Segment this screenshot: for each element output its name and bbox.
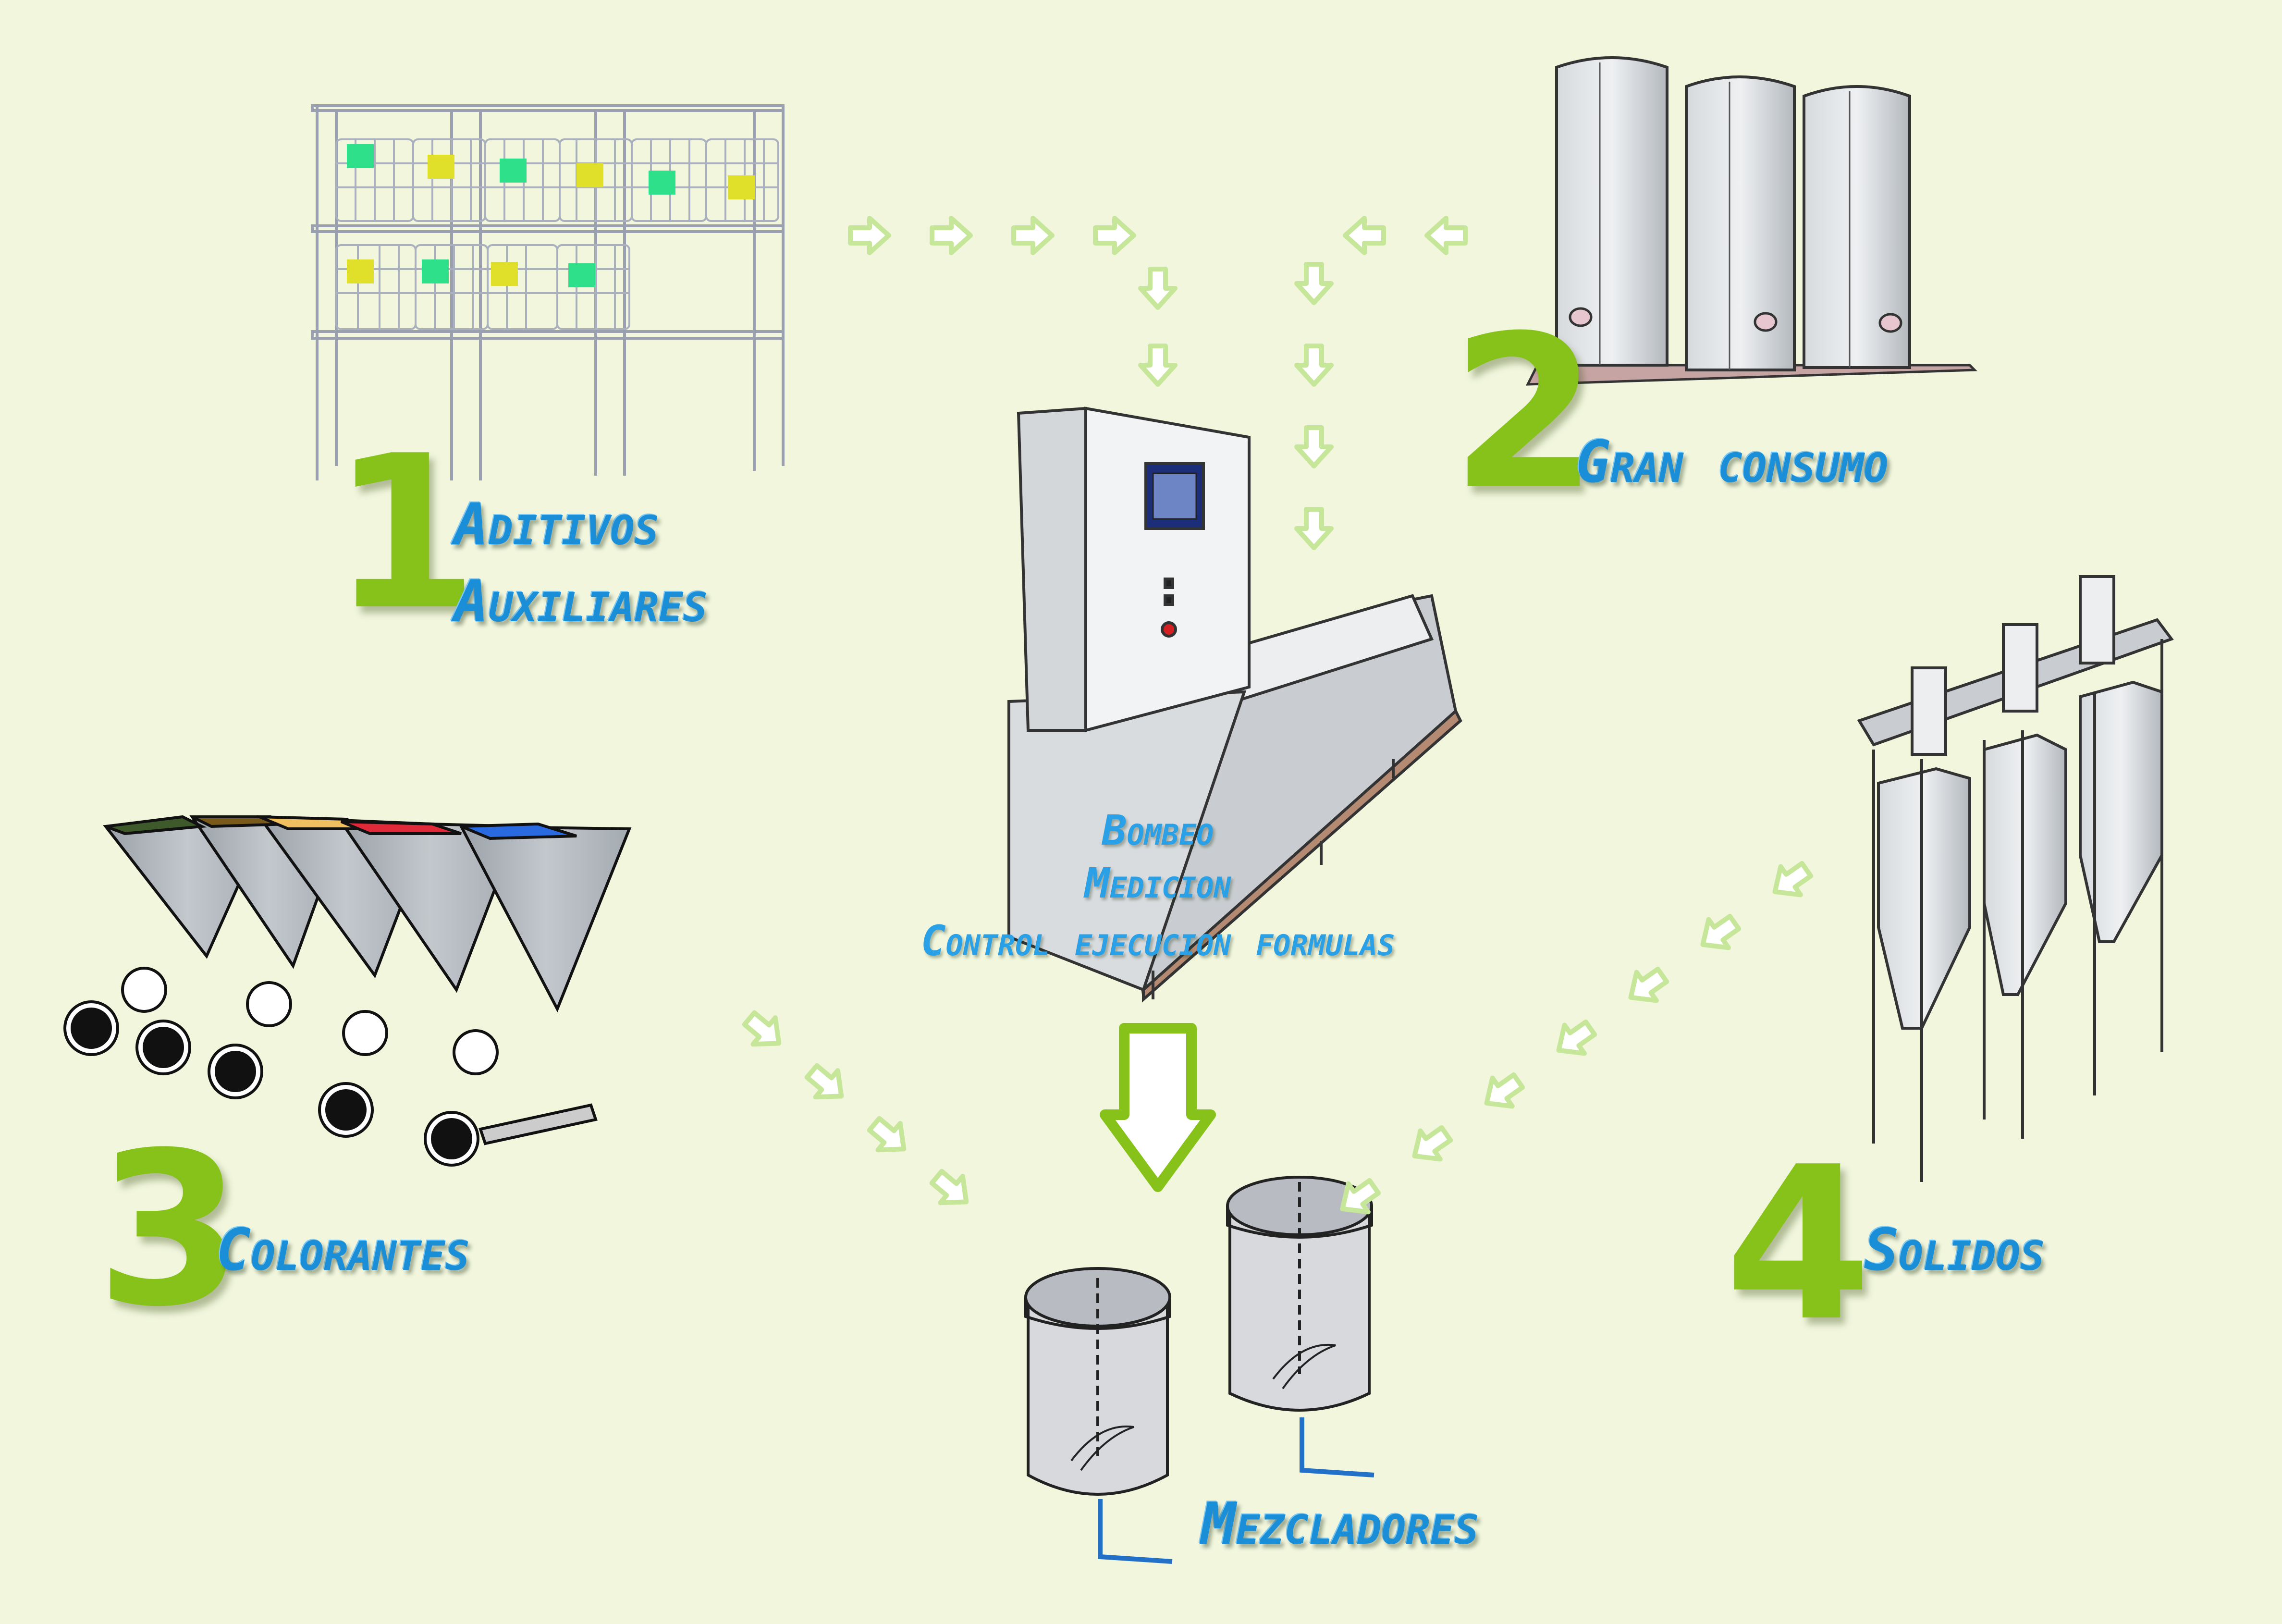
station-1-label-line1: Aditivos [454, 492, 659, 558]
arrow-from-aditivos [850, 218, 1175, 384]
storage-tanks-icon [1525, 56, 1977, 386]
center-label-line3: Control ejecucion formulas [920, 917, 1395, 965]
station-2-number: 2 [1451, 290, 1598, 536]
center-label-line2: Medicion [1084, 860, 1231, 908]
mixers-label: Mezcladores [1201, 1491, 1479, 1558]
control-cabinet-icon [1007, 406, 1462, 1003]
flow-arrows [738, 218, 1816, 1223]
station-4-label: Solidos [1864, 1217, 2045, 1284]
ibc-rack-icon [311, 104, 785, 480]
mixer-tank-icon [1024, 1176, 1374, 1564]
station-3-label: Colorantes [216, 1217, 470, 1284]
main-down-arrow [1100, 1023, 1216, 1192]
arrow-from-colorantes [738, 1005, 978, 1215]
station-1-number: 1 [331, 410, 479, 656]
station-2-label: Gran consumo [1576, 429, 1889, 496]
center-label-line1: Bombeo [1102, 807, 1214, 855]
color-hoppers-icon [63, 815, 632, 1167]
station-3-number: 3 [96, 1107, 244, 1353]
arrow-from-gran-consumo [1297, 218, 1465, 548]
silos-icon [1857, 575, 2174, 1182]
station-4-number: 4 [1725, 1121, 1872, 1367]
station-1-label-line2: Auxiliares [454, 568, 708, 635]
